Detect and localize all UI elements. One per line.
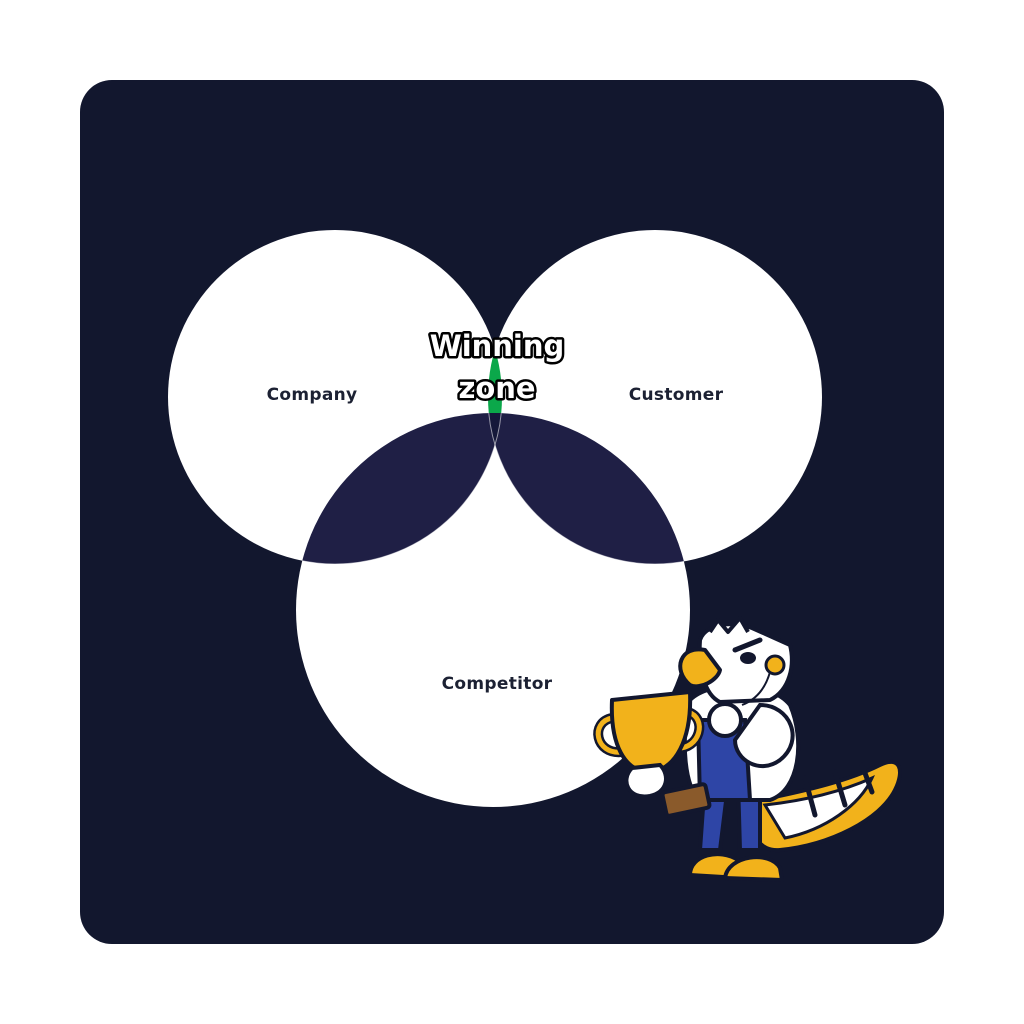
competitor-label: Competitor	[442, 674, 553, 694]
mascot-head	[678, 616, 794, 706]
winning-zone-label-line2: zone	[458, 371, 535, 405]
customer-competitor-overlap	[488, 413, 690, 564]
mascot-fist	[707, 702, 743, 738]
overlap-outlines	[296, 413, 690, 565]
company-label: Company	[267, 385, 358, 405]
mascot-arm	[732, 702, 795, 768]
winning-zone-label-line1: Winning	[430, 329, 565, 363]
trophy-icon	[593, 690, 712, 818]
customer-label: Customer	[629, 385, 724, 405]
company-competitor-overlap	[296, 413, 502, 564]
eagle-mascot-holding-trophy-icon	[593, 616, 902, 882]
mascot-tail	[752, 759, 902, 853]
